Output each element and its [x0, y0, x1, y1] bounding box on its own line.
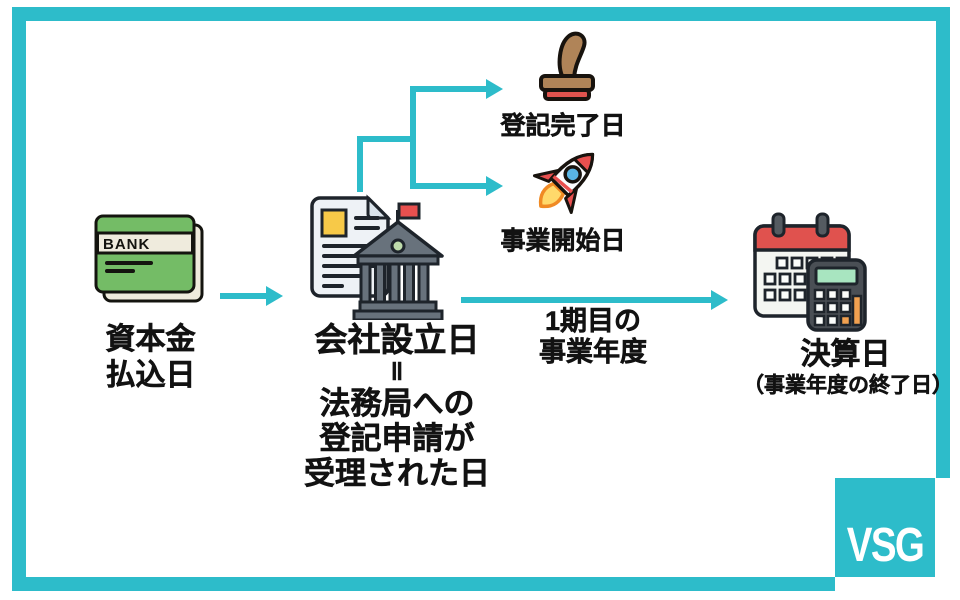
vsg-logo-text: VSG: [846, 516, 925, 571]
label-line: 事業年度: [539, 337, 648, 368]
frame-border-bottom: [12, 577, 835, 591]
calendar-calculator-icon: [751, 210, 869, 334]
bank-building: [352, 202, 444, 322]
incorporation-desc: 登記申請が: [319, 421, 475, 457]
equals-symbol: ‖: [390, 358, 404, 386]
label-text: 登記完了日: [500, 112, 626, 141]
label-line: 1期目の: [544, 306, 642, 337]
label-text: （事業年度の終了日）: [743, 374, 954, 398]
bank-card-icon: BANK: [93, 213, 205, 305]
label-first-fiscal-year: 1期目の 事業年度: [508, 306, 678, 368]
document-bank-icon: [306, 192, 446, 322]
frame-border-right: [936, 7, 950, 478]
arrow-to-business-start: [410, 176, 503, 196]
label-text: 事業開始日: [500, 227, 626, 256]
label-settlement-date: 決算日: [768, 329, 923, 373]
stamp-icon: [521, 28, 611, 102]
label-line: 払込日: [105, 359, 196, 393]
frame-border-left: [12, 7, 26, 591]
arrow-first-fiscal-year: [461, 290, 728, 310]
label-business-start-date: 事業開始日: [490, 221, 636, 257]
label-line: 資本金: [105, 323, 196, 357]
bank-card-text: BANK: [103, 236, 150, 253]
frame-border-top: [12, 7, 950, 21]
arrow-capital-to-incorporation: [220, 286, 283, 306]
arrow-to-registration-complete: [410, 79, 503, 99]
incorporation-title: 会社設立日: [314, 321, 480, 359]
connector-branch: [357, 88, 416, 192]
label-text: 決算日: [800, 338, 891, 372]
label-registration-complete-date: 登記完了日: [490, 106, 636, 142]
rocket-icon: [525, 138, 609, 222]
vsg-logo: VSG: [835, 478, 935, 577]
incorporation-desc: 受理された日: [304, 456, 491, 492]
label-incorporation-date: 会社設立日 ‖ 法務局への 登記申請が 受理された日: [268, 321, 526, 492]
incorporation-desc: 法務局への: [319, 386, 475, 422]
label-fiscal-year-end-note: （事業年度の終了日）: [728, 369, 960, 399]
label-capital-payment-date: 資本金 払込日: [58, 322, 243, 394]
